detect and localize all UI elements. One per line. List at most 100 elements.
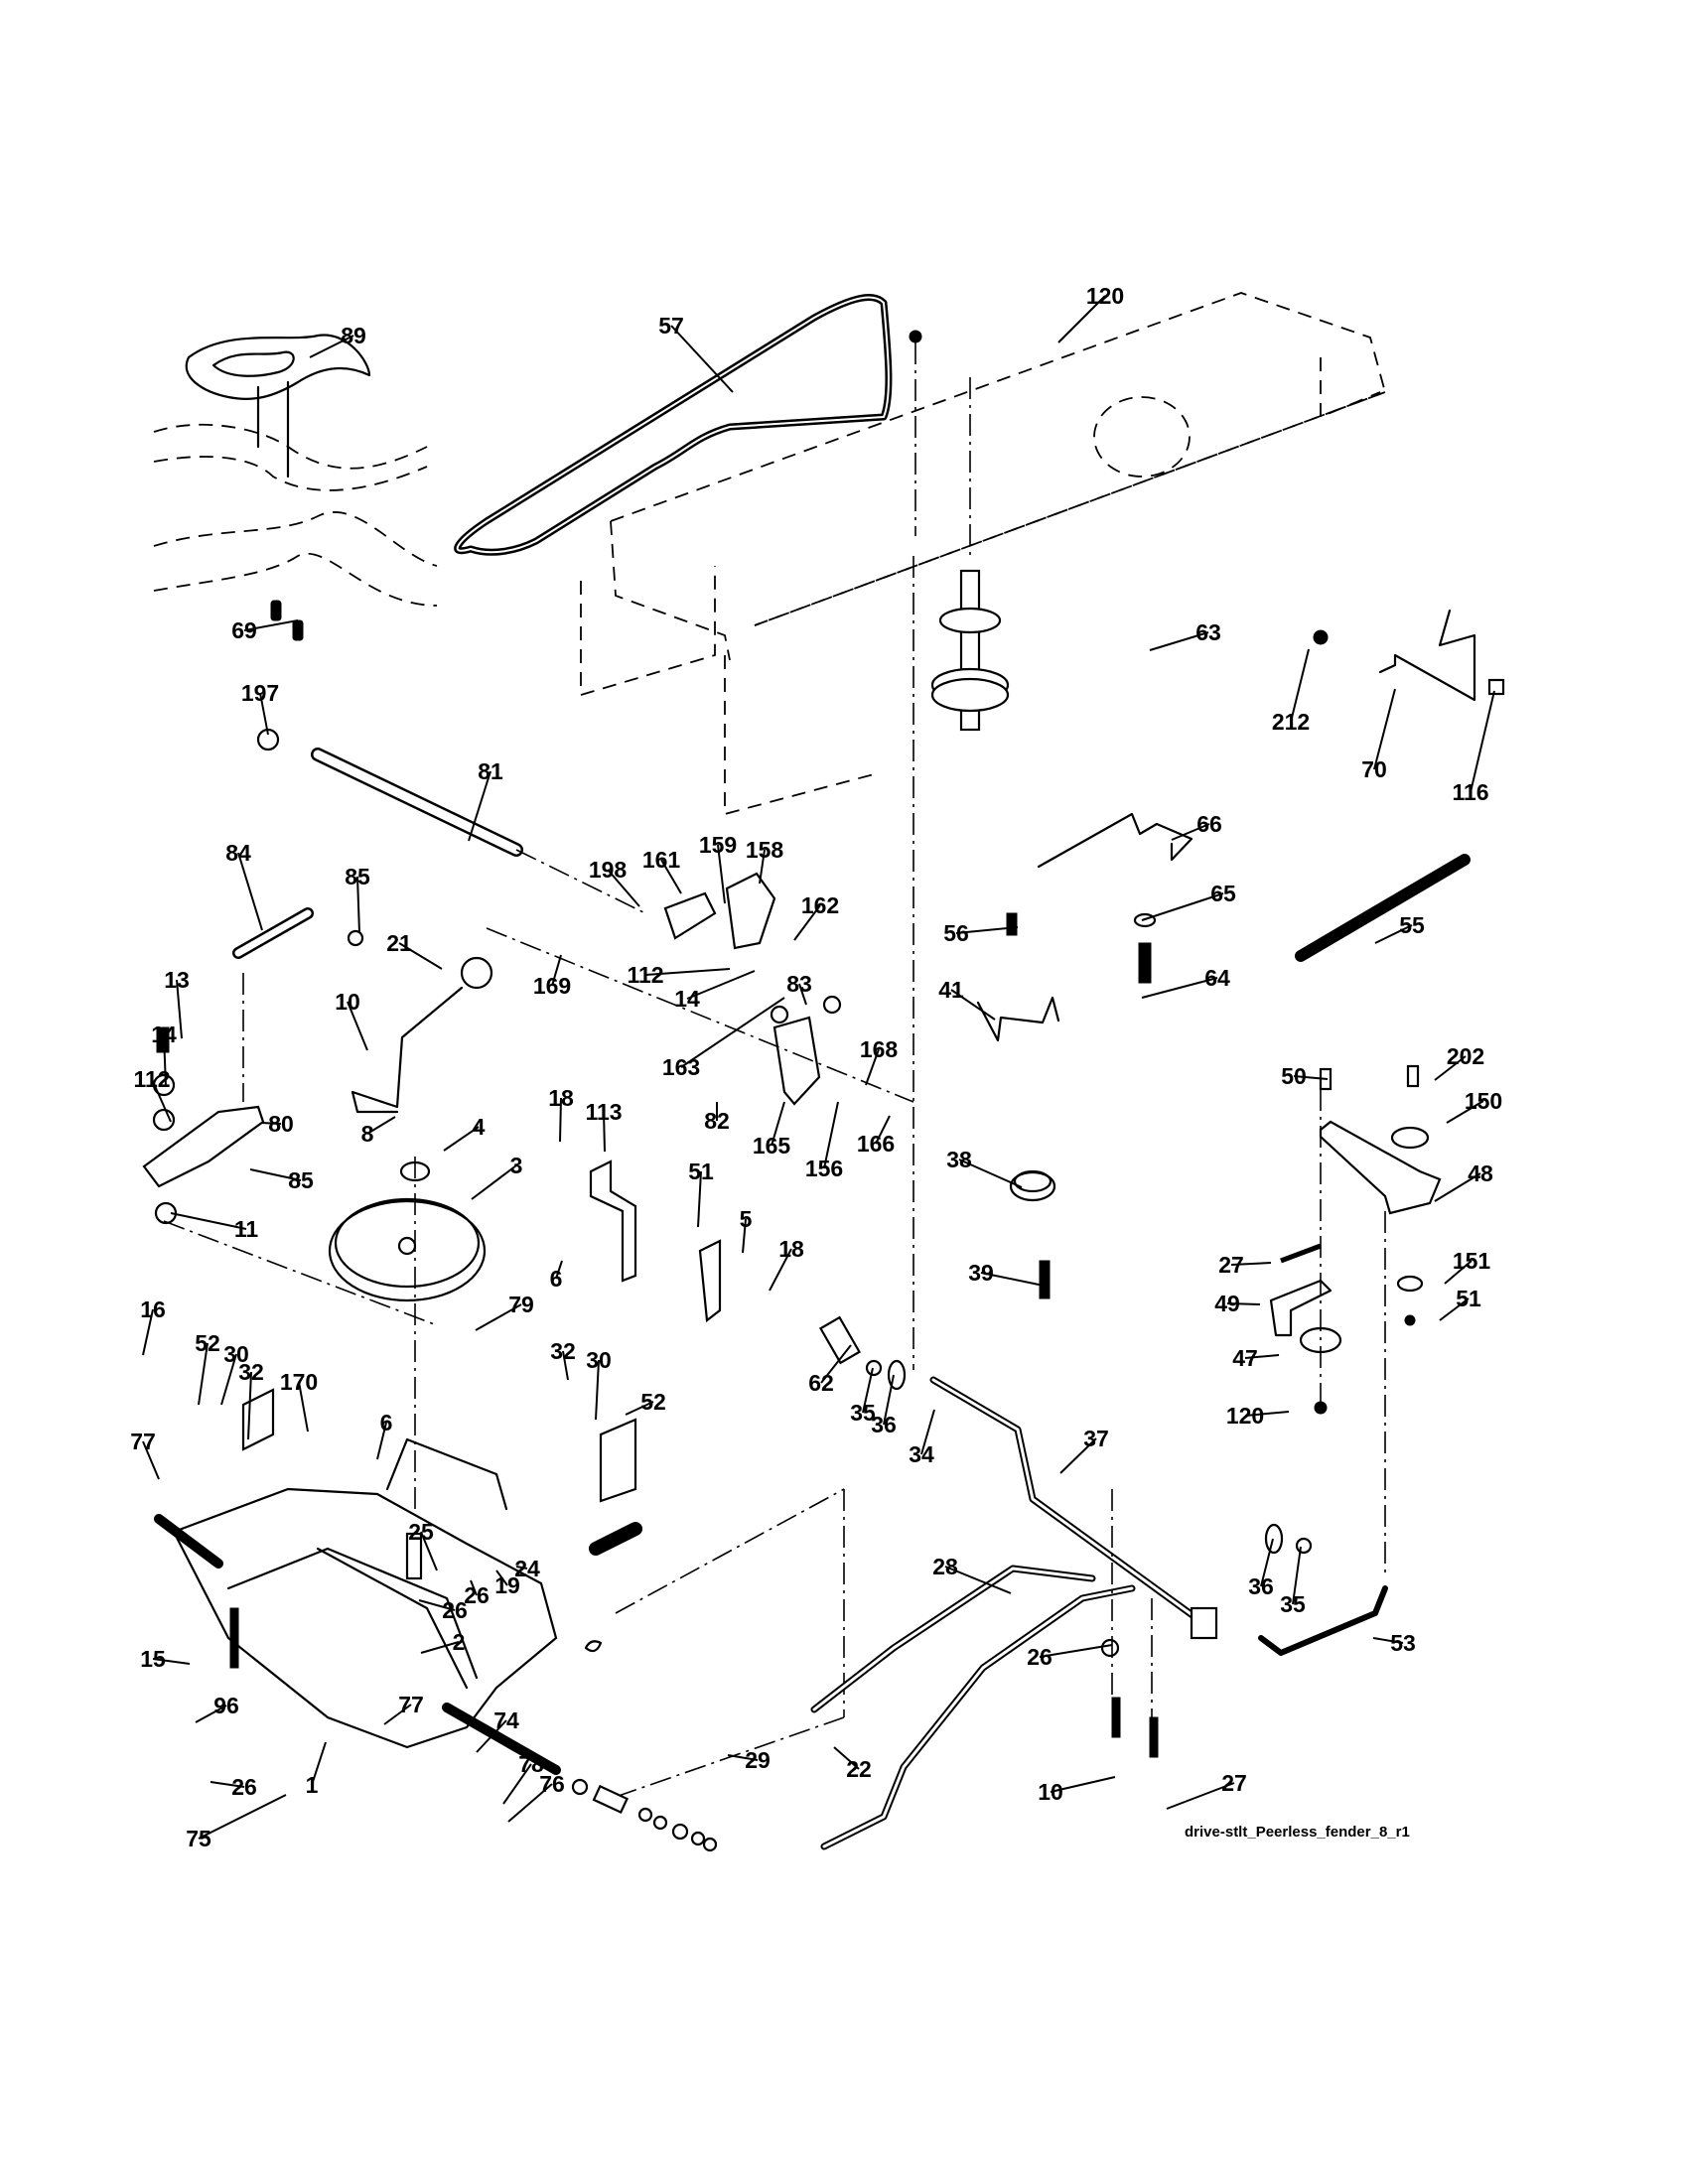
callout-30: 30 xyxy=(586,1347,612,1373)
lever-8 xyxy=(351,986,464,1114)
transaxle-1 xyxy=(154,1487,561,1775)
leader-line-35 xyxy=(1292,1546,1302,1605)
leader-line-78 xyxy=(502,1763,532,1805)
leader-line-70 xyxy=(1373,688,1396,770)
callout-96: 96 xyxy=(213,1693,239,1718)
callout-11: 11 xyxy=(234,1216,259,1242)
bracket-158 xyxy=(725,872,776,950)
leader-line-96 xyxy=(195,1705,227,1723)
leader-line-47 xyxy=(1244,1354,1280,1359)
leader-line-65 xyxy=(1141,892,1224,921)
leader-line-120 xyxy=(1057,295,1106,343)
bracket-70 xyxy=(1378,609,1476,702)
callout-65: 65 xyxy=(1210,881,1236,906)
callout-76: 76 xyxy=(539,1771,565,1797)
leader-line-84 xyxy=(237,852,263,931)
callout-34: 34 xyxy=(909,1441,934,1467)
callout-25: 25 xyxy=(408,1519,434,1545)
leader-line-5 xyxy=(742,1218,747,1254)
leader-line-27 xyxy=(1230,1262,1272,1266)
leader-line-64 xyxy=(1141,977,1218,999)
leader-line-35 xyxy=(862,1367,874,1414)
leader-line-163 xyxy=(680,997,785,1068)
callout-166: 166 xyxy=(857,1131,895,1157)
callout-78: 78 xyxy=(518,1751,544,1777)
callout-202: 202 xyxy=(1447,1043,1484,1069)
callout-24: 24 xyxy=(514,1556,540,1581)
callout-169: 169 xyxy=(533,973,571,999)
leader-line-151 xyxy=(1444,1260,1473,1285)
leader-line-198 xyxy=(607,869,640,907)
leader-line-18 xyxy=(559,1097,562,1143)
leader-line-156 xyxy=(823,1101,839,1169)
callout-36: 36 xyxy=(871,1412,897,1437)
callout-47: 47 xyxy=(1232,1345,1258,1371)
leader-line-53 xyxy=(1372,1637,1404,1644)
bracket-113 xyxy=(589,1160,637,1283)
leader-line-10 xyxy=(347,1001,368,1051)
leader-line-159 xyxy=(717,844,726,904)
leader-line-36 xyxy=(883,1374,895,1426)
callout-19: 19 xyxy=(494,1572,520,1598)
callout-77: 77 xyxy=(130,1429,156,1454)
leader-line-32 xyxy=(247,1371,252,1440)
callout-69: 69 xyxy=(231,617,257,643)
callout-156: 156 xyxy=(805,1156,843,1181)
leader-line-69 xyxy=(243,619,299,631)
leader-line-85 xyxy=(249,1168,302,1181)
leader-line-89 xyxy=(309,335,354,358)
callout-85: 85 xyxy=(345,864,370,889)
callout-89: 89 xyxy=(341,323,366,348)
leader-line-116 xyxy=(1470,690,1495,793)
callout-197: 197 xyxy=(241,680,279,706)
callout-52: 52 xyxy=(195,1330,220,1356)
callout-16: 16 xyxy=(140,1297,166,1322)
leader-line-19 xyxy=(495,1570,508,1586)
callout-27: 27 xyxy=(1218,1252,1244,1278)
leader-line-11 xyxy=(170,1212,247,1230)
callout-10: 10 xyxy=(1038,1779,1063,1805)
callout-120: 120 xyxy=(1226,1403,1264,1429)
callout-21: 21 xyxy=(386,930,412,956)
axle-spacers xyxy=(571,1778,718,1852)
callout-29: 29 xyxy=(745,1747,771,1773)
callout-82: 82 xyxy=(704,1108,730,1134)
leader-line-26 xyxy=(470,1579,478,1596)
leader-line-166 xyxy=(875,1115,891,1145)
callout-74: 74 xyxy=(493,1707,519,1733)
rod-170 xyxy=(385,1437,508,1511)
callout-39: 39 xyxy=(968,1260,994,1286)
callout-52: 52 xyxy=(640,1389,666,1415)
knob-21 xyxy=(460,956,493,990)
leader-line-8 xyxy=(366,1116,396,1135)
callout-4: 4 xyxy=(473,1114,486,1140)
leader-line-34 xyxy=(920,1409,935,1455)
callout-83: 83 xyxy=(786,971,812,997)
mount-brackets-30 xyxy=(241,1388,637,1503)
callout-57: 57 xyxy=(658,313,684,339)
leader-line-120 xyxy=(1244,1411,1290,1417)
callout-2: 2 xyxy=(453,1629,466,1655)
callout-41: 41 xyxy=(938,977,964,1003)
bracket-165 xyxy=(772,1016,821,1106)
leader-line-77 xyxy=(142,1440,160,1480)
callout-13: 13 xyxy=(164,967,190,993)
leader-line-169 xyxy=(551,954,562,987)
leader-line-32 xyxy=(562,1350,569,1381)
callout-18: 18 xyxy=(548,1085,574,1111)
callout-35: 35 xyxy=(1280,1591,1306,1617)
leader-line-150 xyxy=(1446,1100,1484,1124)
pulley-3 xyxy=(328,1197,487,1302)
leader-line-3 xyxy=(471,1164,517,1200)
callout-120: 120 xyxy=(1086,283,1124,309)
leader-line-51 xyxy=(697,1170,702,1228)
callout-35: 35 xyxy=(850,1400,876,1426)
callout-56: 56 xyxy=(943,920,969,946)
callout-113: 113 xyxy=(585,1099,622,1125)
callout-55: 55 xyxy=(1399,912,1425,938)
callout-112: 112 xyxy=(627,962,663,988)
leader-line-56 xyxy=(955,926,1019,934)
leader-line-41 xyxy=(950,989,996,1021)
callout-8: 8 xyxy=(361,1121,374,1147)
